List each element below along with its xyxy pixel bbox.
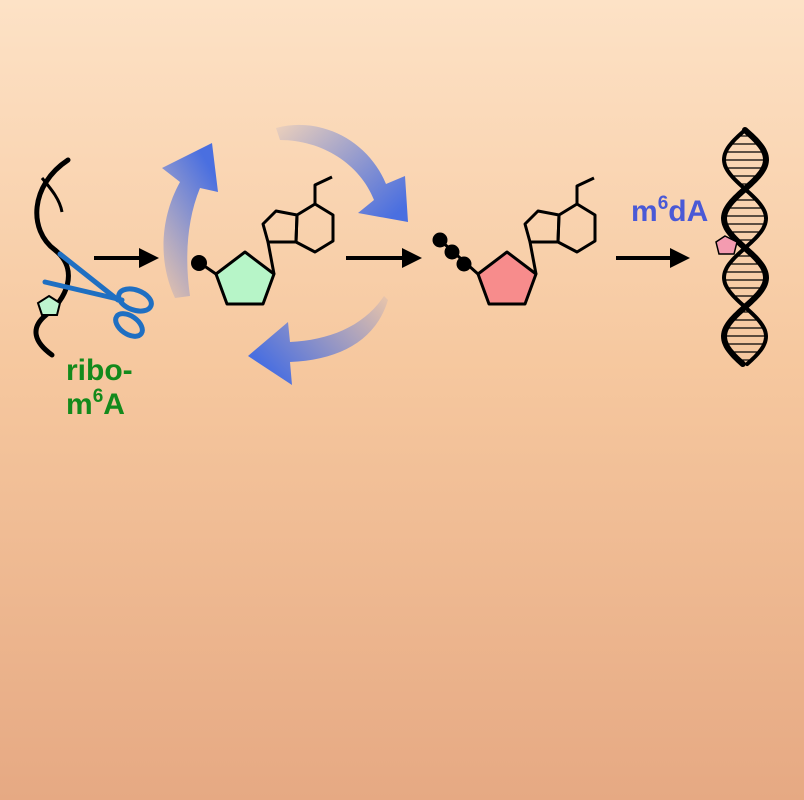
cycle-arrow-top-icon xyxy=(162,143,218,298)
ribose-ring xyxy=(214,250,276,306)
m6da-label-tail: dA xyxy=(668,195,709,228)
m6da-label: m6dA xyxy=(631,193,709,233)
scissors-icon xyxy=(42,251,154,339)
ribo-label-line2: m6A xyxy=(66,386,133,426)
dna-double-helix-icon xyxy=(720,127,770,367)
dna-backbone-strand-a xyxy=(720,127,770,367)
phosphate-dot-icon xyxy=(191,255,207,271)
dna-base-marker-icon xyxy=(715,235,738,255)
ribo-label-tail: A xyxy=(103,388,125,421)
ribonucleoside-m6a xyxy=(191,175,335,306)
rna-base-marker-icon xyxy=(36,294,62,316)
m6da-label-base: m xyxy=(631,195,658,228)
cycle-arrow-bottom-icon xyxy=(248,296,388,385)
triphosphate-chain-icon xyxy=(432,232,480,276)
deoxyribose-ring xyxy=(476,250,538,306)
ribo-label-sup: 6 xyxy=(92,386,104,407)
ribo-label-line1: ribo- xyxy=(66,354,133,387)
cycle-arrow-right-icon xyxy=(276,124,408,222)
deoxynucleotide-m6datp xyxy=(432,176,597,306)
rna-strand-icon xyxy=(33,157,71,358)
m6da-label-sup: 6 xyxy=(657,193,669,214)
ribo-label-base: m xyxy=(66,388,93,421)
ribo-m6a-label: ribo- m6A xyxy=(66,354,133,426)
